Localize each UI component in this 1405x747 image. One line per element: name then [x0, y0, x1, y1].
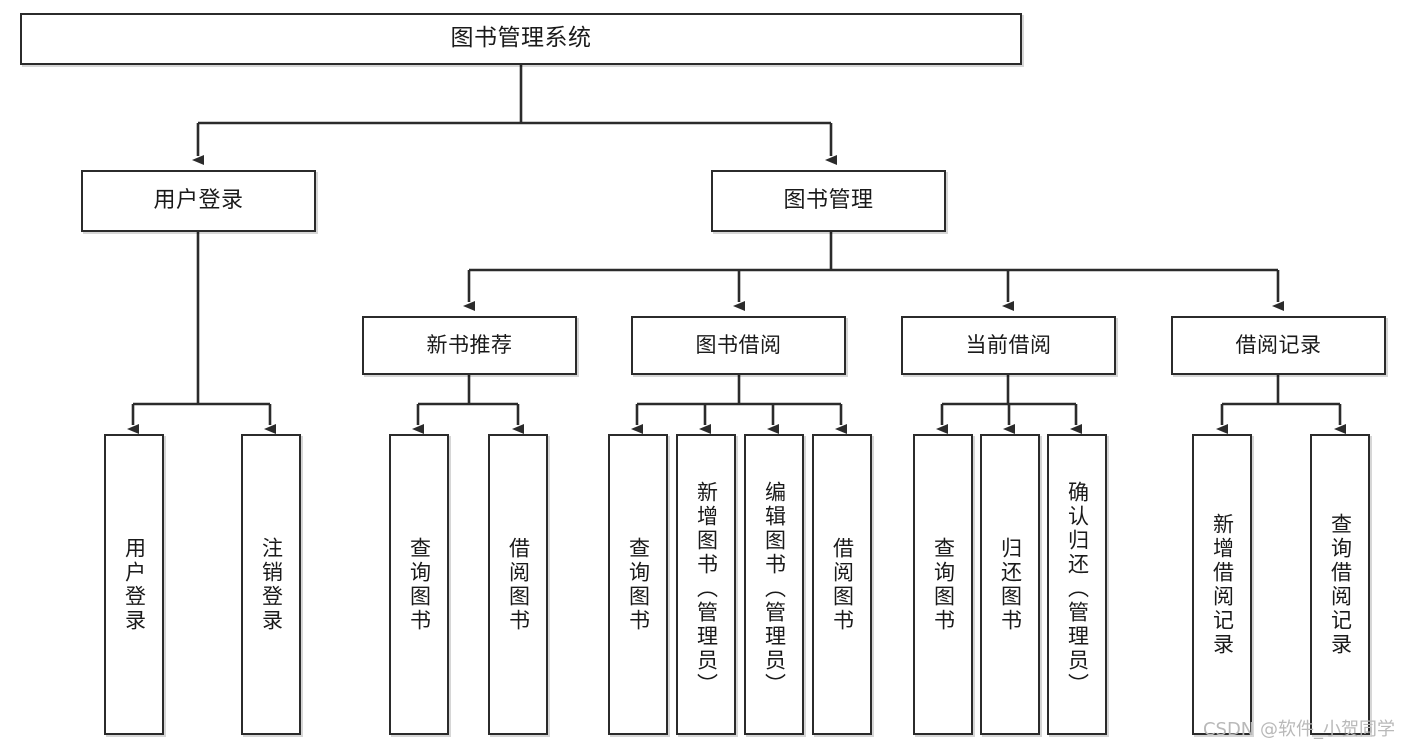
node-label: 新书推荐 — [426, 332, 513, 357]
leaf-borrow-record-add-record[interactable]: 新增借阅记录 — [1192, 434, 1252, 735]
node-label: 查询图书 — [931, 536, 956, 633]
node-current-borrow[interactable]: 当前借阅 — [901, 316, 1116, 375]
node-label: 借阅记录 — [1235, 332, 1322, 357]
leaf-book-borrow-query-book[interactable]: 查询图书 — [608, 434, 668, 735]
leaf-new-book-borrow-book[interactable]: 借阅图书 — [488, 434, 548, 735]
node-label: 编辑图书（管理员） — [762, 480, 787, 697]
node-label: 借阅图书 — [506, 536, 531, 633]
node-label: 用户登录 — [122, 536, 147, 633]
node-borrow-record[interactable]: 借阅记录 — [1171, 316, 1386, 375]
node-book-borrow[interactable]: 图书借阅 — [631, 316, 846, 375]
node-label: 图书管理 — [783, 187, 874, 213]
node-label: 查询图书 — [626, 536, 651, 633]
node-new-book-recommend[interactable]: 新书推荐 — [362, 316, 577, 375]
node-label: 归还图书 — [998, 536, 1023, 633]
node-label: 图书借阅 — [695, 332, 782, 357]
node-label: 用户登录 — [153, 187, 244, 213]
node-label: 新增借阅记录 — [1210, 512, 1235, 657]
node-user-login[interactable]: 用户登录 — [81, 170, 316, 232]
leaf-current-borrow-query-book[interactable]: 查询图书 — [913, 434, 973, 735]
node-label: 注销登录 — [259, 536, 284, 633]
node-label: 确认归还（管理员） — [1065, 480, 1090, 697]
node-label: 当前借阅 — [965, 332, 1052, 357]
leaf-current-borrow-return-book[interactable]: 归还图书 — [980, 434, 1040, 735]
leaf-user-login-logout[interactable]: 注销登录 — [241, 434, 301, 735]
leaf-book-borrow-borrow-book[interactable]: 借阅图书 — [812, 434, 872, 735]
node-book-management[interactable]: 图书管理 — [711, 170, 946, 232]
leaf-borrow-record-query-record[interactable]: 查询借阅记录 — [1310, 434, 1370, 735]
leaf-book-borrow-edit-book-admin[interactable]: 编辑图书（管理员） — [744, 434, 804, 735]
node-root-book-management-system[interactable]: 图书管理系统 — [20, 13, 1022, 65]
node-label: 借阅图书 — [830, 536, 855, 633]
node-label: 查询图书 — [407, 536, 432, 633]
leaf-new-book-query-book[interactable]: 查询图书 — [389, 434, 449, 735]
leaf-user-login-login[interactable]: 用户登录 — [104, 434, 164, 735]
leaf-book-borrow-add-book-admin[interactable]: 新增图书（管理员） — [676, 434, 736, 735]
node-label: 图书管理系统 — [450, 25, 592, 52]
node-label: 查询借阅记录 — [1328, 512, 1353, 657]
node-label: 新增图书（管理员） — [694, 480, 719, 697]
leaf-current-borrow-confirm-return-admin[interactable]: 确认归还（管理员） — [1047, 434, 1107, 735]
